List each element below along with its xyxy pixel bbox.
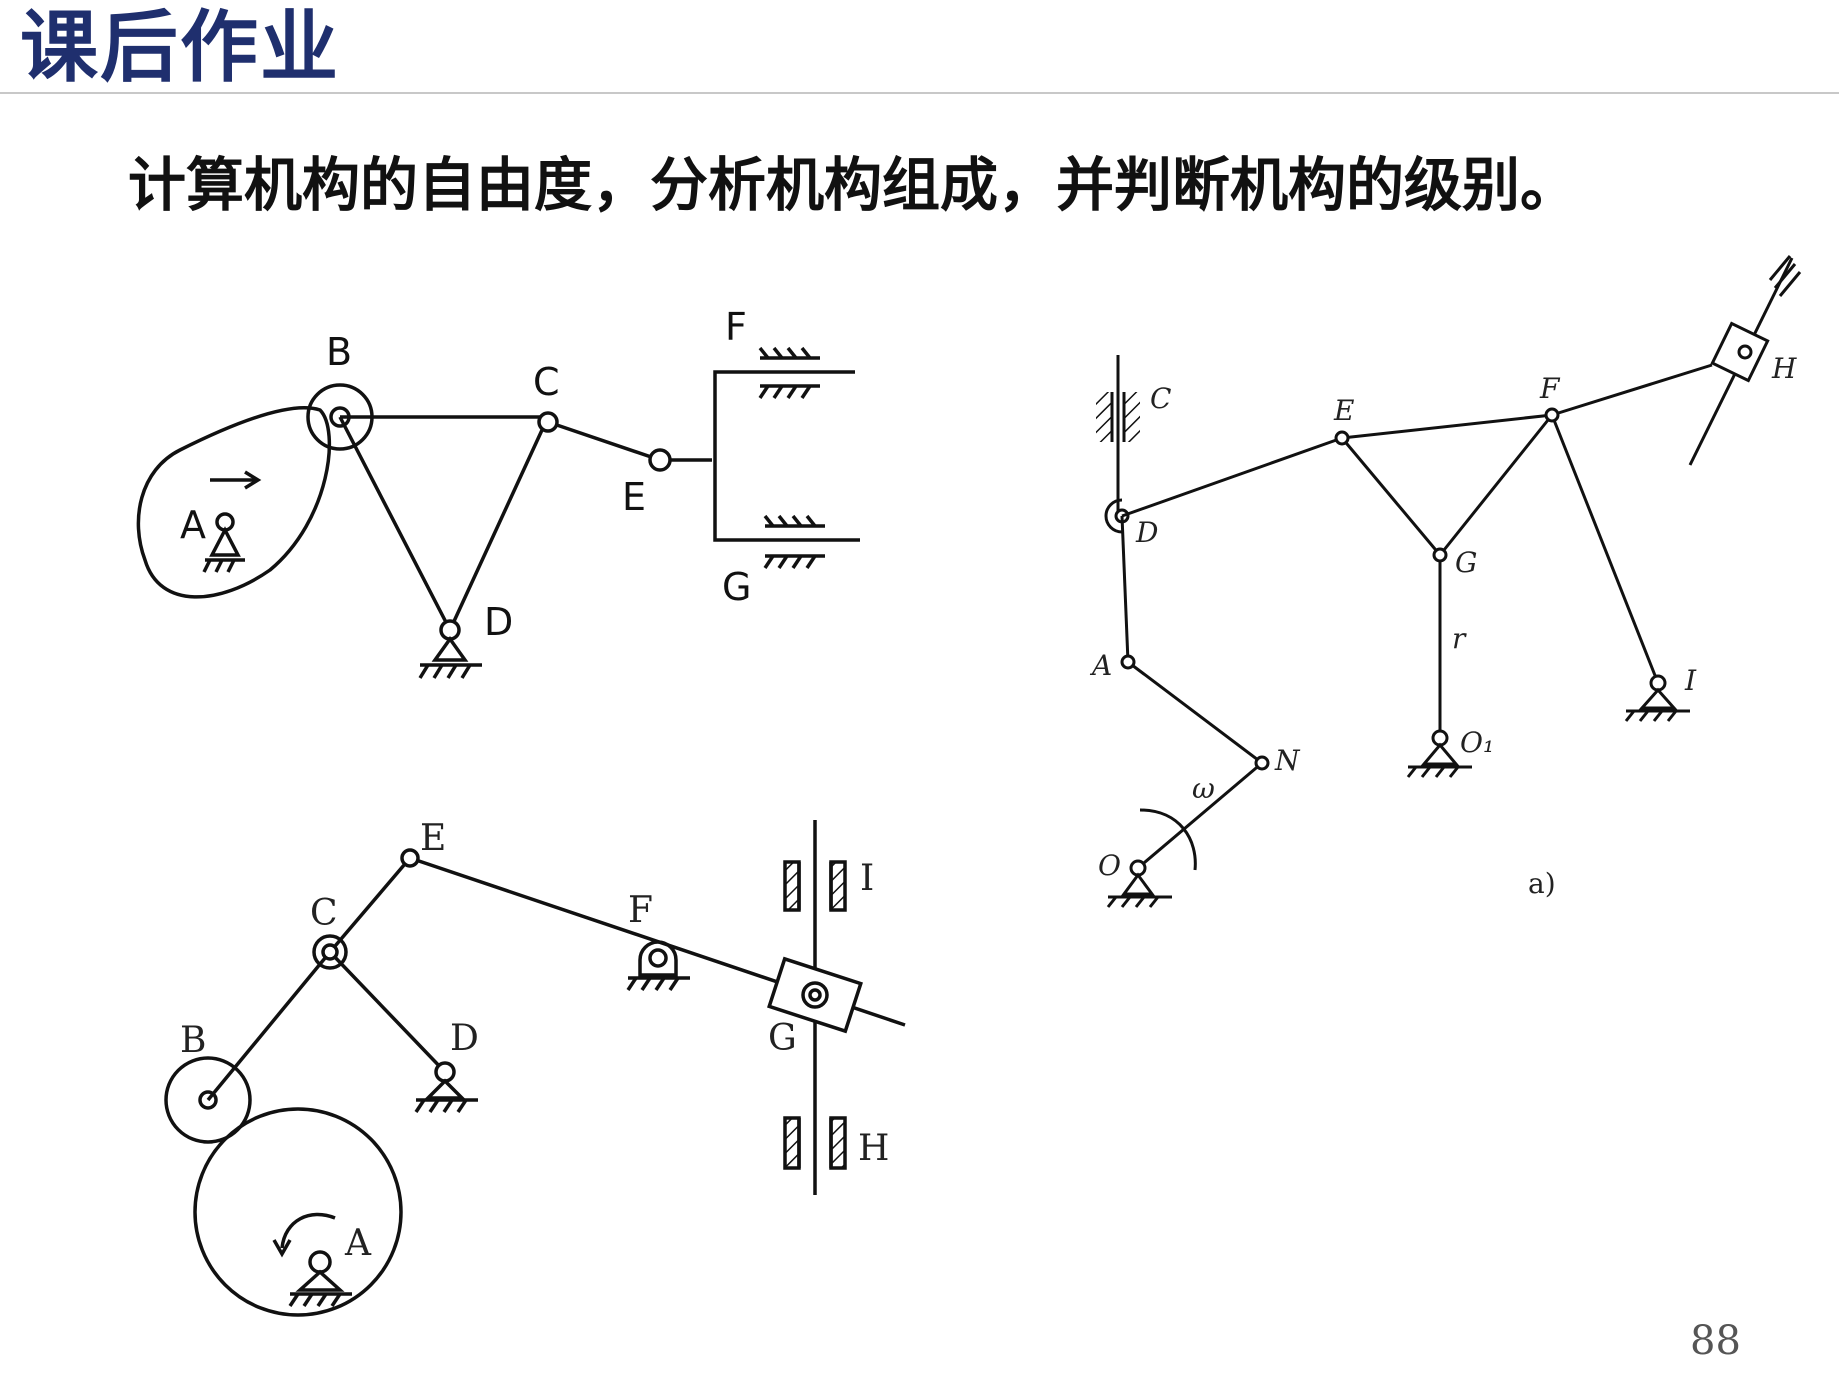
diagram3-label-omega: ω — [1192, 772, 1215, 805]
diagram2-label-E: E — [420, 818, 446, 859]
task-instruction: 计算机构的自由度，分析机构组成，并判断机构的级别。 — [128, 151, 1579, 219]
diagram2-label-H: H — [858, 1128, 889, 1169]
diagram1-label-B: B — [326, 330, 352, 374]
diagram3-label-O: O — [1098, 849, 1121, 882]
diagram3-label-O1: O₁ — [1460, 726, 1494, 759]
diagram1-label-D: D — [484, 600, 513, 644]
diagram3-rotation-arrow — [1139, 808, 1197, 871]
title-divider — [0, 92, 1839, 94]
diagram1-mechanism — [136, 346, 860, 679]
slide-title: 课后作业 — [20, 3, 341, 93]
diagram2-gear-A — [193, 1107, 403, 1317]
diagram2-label-G: G — [768, 1018, 797, 1059]
diagram1-cam — [136, 405, 332, 599]
diagram1-label-G: G — [722, 565, 751, 609]
diagram2-rotation-arrow — [280, 1212, 336, 1249]
diagram2-label-I: I — [860, 858, 874, 899]
diagram2-label-B: B — [180, 1020, 206, 1061]
diagram2-mechanism — [164, 820, 906, 1317]
page-number: 88 — [1690, 1318, 1741, 1364]
diagram2-label-C: C — [310, 893, 338, 934]
diagram2-label-A: A — [344, 1223, 372, 1264]
diagram3-label-D: D — [1135, 516, 1158, 549]
diagram3-label-G: G — [1455, 546, 1477, 579]
diagram3-label-E: E — [1333, 394, 1354, 427]
diagram3-label-r: r — [1452, 622, 1467, 655]
diagram2-label-D: D — [450, 1018, 479, 1059]
diagram3-label-C: C — [1150, 382, 1171, 415]
diagram2-gear-B — [164, 1056, 252, 1144]
diagram1-label-A: A — [180, 503, 206, 547]
diagram3-label-I: I — [1684, 664, 1697, 697]
diagram1-label-C: C — [533, 360, 560, 404]
diagram1-label-F: F — [725, 305, 747, 349]
diagram3-label-H: H — [1771, 352, 1797, 385]
diagram3-label-A: A — [1089, 649, 1112, 682]
diagram1-label-E: E — [622, 475, 646, 519]
diagram3-caption: a) — [1528, 867, 1556, 900]
diagram3-label-N: N — [1274, 744, 1301, 777]
diagram2-label-F: F — [628, 890, 653, 931]
diagram3-label-F: F — [1539, 372, 1561, 405]
diagram3-mechanism — [1096, 255, 1802, 908]
